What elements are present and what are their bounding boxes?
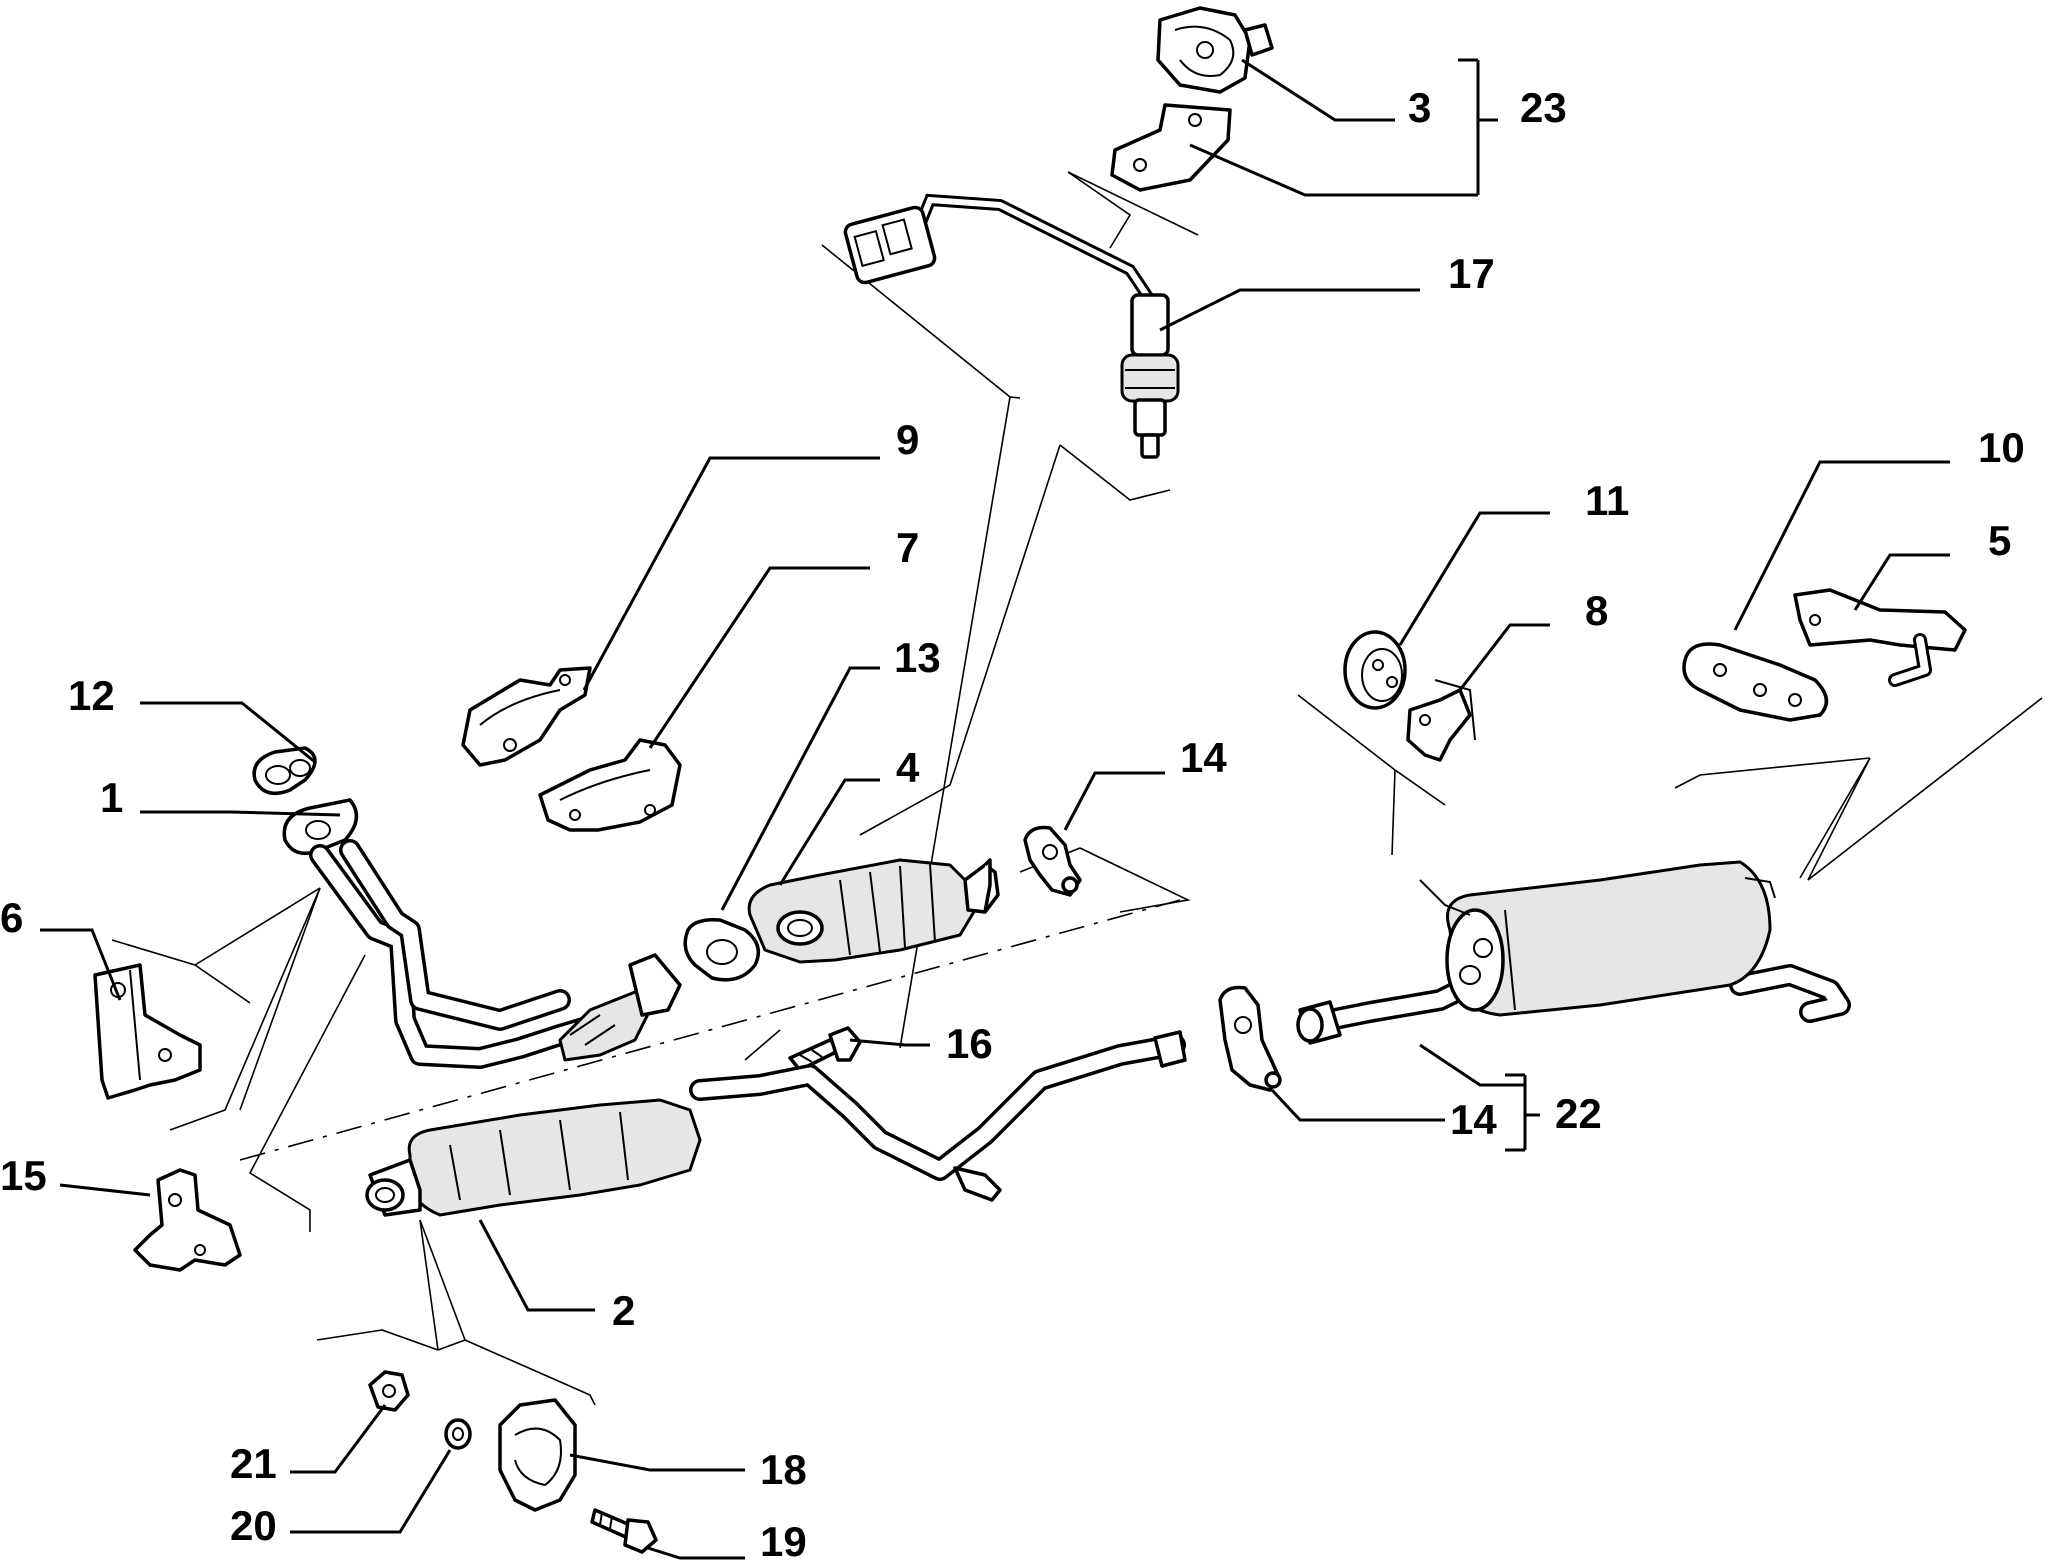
- rubber-ring-part-11: [1343, 630, 1407, 710]
- rear-muffler-part-22: [1296, 860, 1851, 1045]
- gasket-part-12: [252, 746, 317, 796]
- rubber-mount-part-10: [1682, 642, 1829, 722]
- callout-17: 17: [1448, 250, 1495, 297]
- bracket-part-15: [133, 1168, 242, 1272]
- heat-shield-part-7: [538, 738, 682, 832]
- callout-15: 15: [0, 1152, 47, 1199]
- callout-5: 5: [1988, 517, 2011, 564]
- callout-6: 6: [0, 894, 23, 941]
- callout-3: 3: [1408, 84, 1431, 131]
- assembly-guide-lines: [111, 171, 2043, 1406]
- callout-16: 16: [946, 1020, 993, 1067]
- bolt-part-16: [788, 1026, 862, 1072]
- callout-20: 20: [230, 1502, 277, 1549]
- center-muffler-part-2: [365, 1030, 1187, 1217]
- heat-shield-part-9: [461, 666, 592, 767]
- leader-lines: [40, 58, 1950, 1560]
- bracket-under-clamp: [1110, 103, 1232, 192]
- callout-18: 18: [760, 1446, 807, 1493]
- callout-12: 12: [68, 672, 115, 719]
- gasket-part-13: [683, 917, 761, 982]
- bracket-part-5: [1793, 588, 1967, 687]
- callout-13: 13: [894, 634, 941, 681]
- front-pipe-part-1: [282, 798, 682, 1069]
- callout-14-upper: 14: [1180, 734, 1227, 781]
- clamp-part-3: [1156, 6, 1274, 94]
- callout-4: 4: [896, 744, 920, 791]
- callout-9: 9: [896, 416, 919, 463]
- bolt-part-19: [590, 1508, 658, 1554]
- hanger-part-8: [1406, 679, 1476, 762]
- callout-23: 23: [1520, 84, 1567, 131]
- callout-1: 1: [100, 774, 123, 821]
- nut-part-21: [368, 1370, 410, 1412]
- callout-7: 7: [896, 524, 919, 571]
- callout-22: 22: [1555, 1090, 1602, 1137]
- callout-11: 11: [1585, 477, 1629, 524]
- bracket-part-6: [93, 963, 202, 1100]
- rubber-mount-part-14-upper: [1023, 825, 1082, 897]
- callout-14-lower: 14: [1450, 1096, 1497, 1143]
- callout-labels: 3 23 17 9 7 13 4 14 12 1 6 15 16 2 14 22…: [0, 84, 2025, 1561]
- callout-8: 8: [1585, 587, 1608, 634]
- washer-part-20: [444, 1418, 472, 1450]
- lambda-sensor-part-17: [843, 193, 1180, 459]
- callout-2: 2: [612, 1287, 635, 1334]
- rubber-mount-part-14-lower: [1218, 985, 1282, 1092]
- callout-19: 19: [760, 1518, 807, 1561]
- callout-21: 21: [230, 1440, 277, 1487]
- callout-10: 10: [1978, 424, 2025, 471]
- catalytic-converter-part-4: [747, 858, 1000, 964]
- clamp-part-18: [498, 1398, 577, 1512]
